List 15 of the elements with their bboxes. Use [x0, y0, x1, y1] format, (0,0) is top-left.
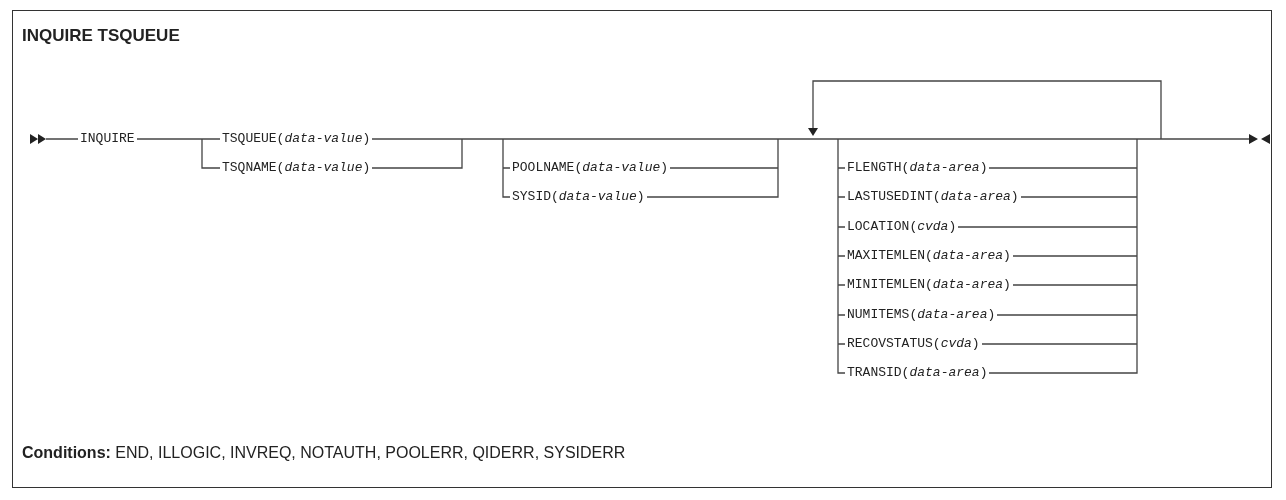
syntax-option: MINITEMLEN(data-area): [845, 276, 1013, 294]
syntax-option: NUMITEMS(data-area): [845, 306, 998, 324]
syntax-option: POOLNAME(data-value): [510, 159, 671, 177]
syntax-option: SYSID(data-value): [510, 188, 647, 206]
conditions-note: Conditions: END, ILLOGIC, INVREQ, NOTAUTH, POOLERR, QIDERR, SYSIDERR: [22, 444, 626, 462]
syntax-option: TSQUEUE(data-value): [220, 130, 373, 148]
diagram-title: INQUIRE TSQUEUE: [22, 26, 180, 46]
syntax-option: TSQNAME(data-value): [220, 159, 373, 177]
syntax-option: MAXITEMLEN(data-area): [845, 247, 1013, 265]
syntax-option: LOCATION(cvda): [845, 218, 959, 236]
syntax-option: TRANSID(data-area): [845, 364, 990, 382]
syntax-option: RECOVSTATUS(cvda): [845, 335, 982, 353]
syntax-option: LASTUSEDINT(data-area): [845, 188, 1021, 206]
syntax-option: FLENGTH(data-area): [845, 159, 990, 177]
command-keyword: INQUIRE: [78, 130, 137, 148]
